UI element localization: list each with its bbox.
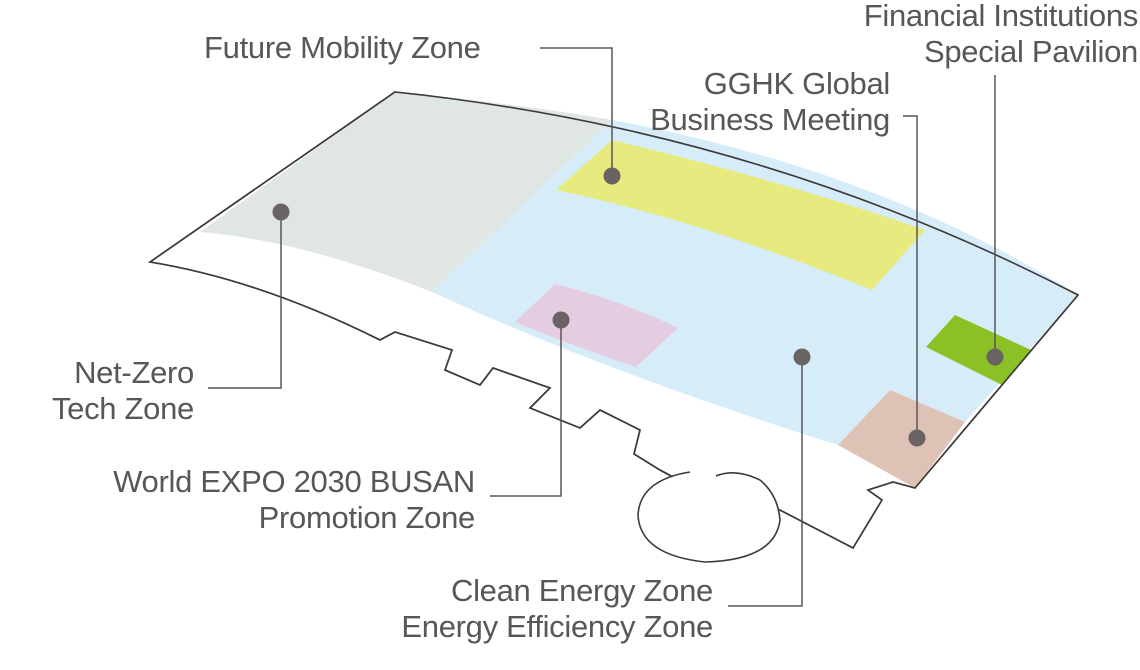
zone-financial-pavilion[interactable]	[926, 315, 1031, 385]
zone-net-zero[interactable]	[200, 92, 612, 292]
round-hall-arc	[715, 472, 761, 481]
leader-expo-promotion	[490, 320, 562, 497]
label-net-zero-line1: Net-Zero	[74, 355, 194, 390]
label-expo-promotion-line1: World EXPO 2030 BUSAN	[113, 464, 475, 499]
label-expo-promotion-line2: Promotion Zone	[258, 500, 476, 535]
leader-lines	[208, 47, 996, 607]
label-net-zero-line2: Tech Zone	[51, 391, 194, 426]
leader-future-mobility	[540, 47, 613, 176]
marker-clean-energy[interactable]	[793, 348, 811, 366]
leader-clean-energy	[728, 357, 803, 607]
leader-net-zero	[208, 212, 282, 389]
zone-gghk-meeting[interactable]	[838, 390, 965, 488]
label-gghk-meeting: GGHK Global Business Meeting	[650, 66, 890, 138]
marker-gghk-meeting[interactable]	[908, 429, 926, 447]
label-future-mobility: Future Mobility Zone	[204, 30, 481, 66]
label-clean-energy-line2: Energy Efficiency Zone	[401, 609, 713, 644]
leader-gghk-meeting	[903, 115, 918, 438]
label-financial-pavilion: Financial Institutions Special Pavilion	[863, 0, 1139, 70]
marker-future-mobility[interactable]	[603, 167, 621, 185]
label-financial-pavilion-line1: Financial Institutions	[863, 0, 1139, 33]
label-net-zero: Net-Zero Tech Zone	[52, 355, 194, 427]
label-financial-pavilion-line2: Special Pavilion	[923, 34, 1138, 69]
label-clean-energy-line1: Clean Energy Zone	[450, 573, 713, 608]
marker-net-zero[interactable]	[272, 203, 290, 221]
marker-financial-pavilion[interactable]	[986, 348, 1004, 366]
label-expo-promotion: World EXPO 2030 BUSAN Promotion Zone	[113, 464, 475, 536]
label-gghk-meeting-line1: GGHK Global	[703, 66, 891, 101]
zone-future-mobility[interactable]	[556, 140, 925, 290]
label-clean-energy: Clean Energy Zone Energy Efficiency Zone	[401, 573, 713, 645]
label-gghk-meeting-line2: Business Meeting	[650, 102, 890, 137]
zone-expo-promotion[interactable]	[515, 284, 678, 367]
round-hall-outline	[637, 471, 781, 563]
floor-outline-stroke	[147, 91, 1080, 550]
marker-expo-promotion[interactable]	[552, 311, 570, 329]
label-future-mobility-line1: Future Mobility Zone	[204, 30, 481, 65]
